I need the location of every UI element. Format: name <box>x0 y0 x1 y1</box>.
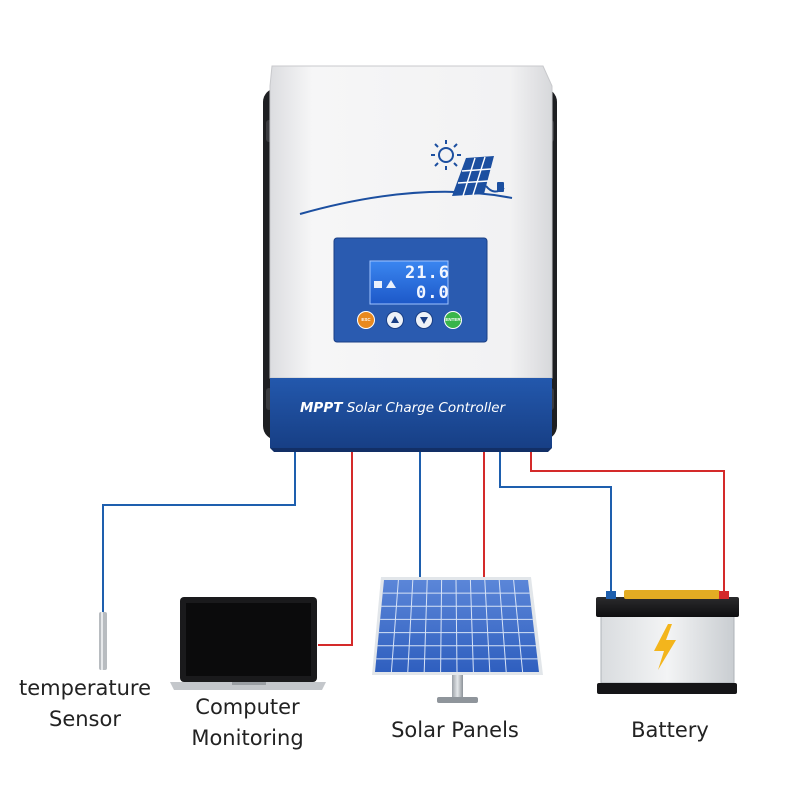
wires <box>102 448 725 646</box>
sensor-wire <box>102 448 296 612</box>
lcd-screen <box>369 260 449 305</box>
battery-wire-positive <box>530 448 725 595</box>
controller-brand-label: MPPT Solar Charge Controller <box>300 400 520 416</box>
battery-label: Battery <box>631 718 709 742</box>
solar-panels-label: Solar Panels <box>391 718 519 742</box>
sun-icon <box>431 140 461 170</box>
up-arrow-icon <box>391 316 399 323</box>
controller-brand-band <box>270 378 552 448</box>
laptop-icon <box>170 597 326 690</box>
down-arrow-icon <box>420 317 428 324</box>
solar-panel-icon <box>372 577 543 703</box>
enter-button[interactable] <box>444 311 462 329</box>
brand-bold: MPPT <box>300 400 343 416</box>
computer-label-line1: Computer <box>195 695 300 719</box>
sensor-label-line1: temperature <box>19 676 151 700</box>
charge-controller <box>263 65 557 452</box>
sensor-label-line2: Sensor <box>49 707 121 731</box>
temperature-sensor <box>99 612 107 670</box>
computer-label-line2: Monitoring <box>191 726 304 750</box>
battery-icon <box>596 590 739 694</box>
brand-rest: Solar Charge Controller <box>346 400 506 416</box>
esc-button[interactable] <box>357 311 375 329</box>
enter-button-label: ENTER <box>445 317 461 322</box>
lcd-top-value: 21.6 <box>405 263 450 283</box>
temperature-sensor-label: temperature Sensor <box>0 673 170 735</box>
battery-wire-negative <box>499 448 612 595</box>
computer-monitoring-label: Computer Monitoring <box>170 692 325 754</box>
esc-button-label: ESC <box>361 317 371 322</box>
solar-logo-icon <box>452 156 505 197</box>
computer-wire <box>318 448 353 646</box>
lightning-icon <box>654 624 676 670</box>
lcd-bottom-value: 0.0 <box>416 283 450 303</box>
